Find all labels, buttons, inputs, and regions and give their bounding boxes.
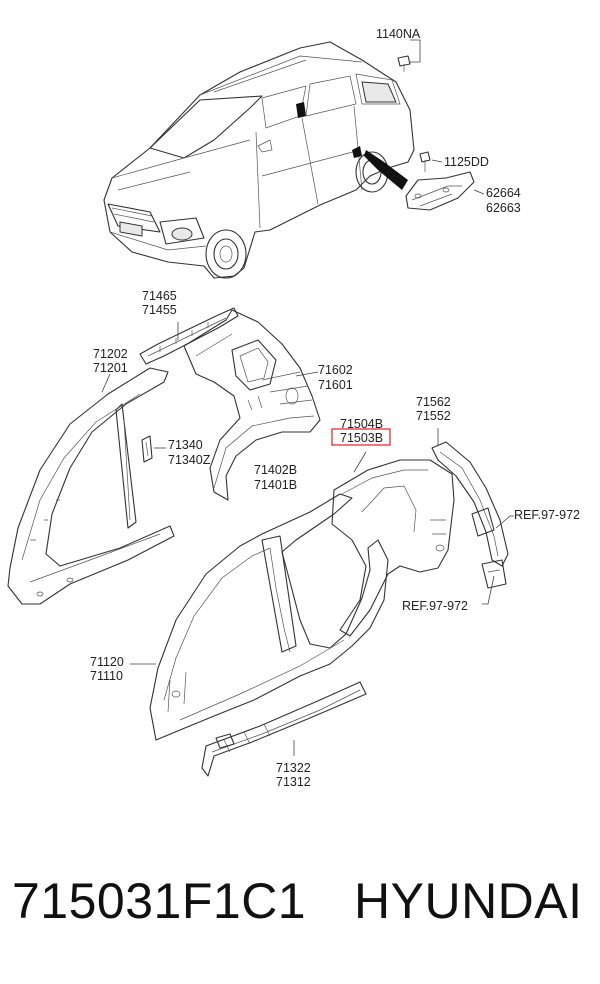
label-71562: 71562 bbox=[416, 395, 451, 409]
label-71401b: 71401B bbox=[254, 478, 297, 492]
label-71322: 71322 bbox=[276, 761, 311, 775]
part-number: 715031F1C1 bbox=[12, 873, 307, 929]
label-71455: 71455 bbox=[142, 303, 177, 317]
bracket-62664 bbox=[405, 171, 475, 211]
label-71601: 71601 bbox=[318, 378, 353, 392]
label-71312: 71312 bbox=[276, 775, 311, 789]
label-71465: 71465 bbox=[142, 289, 177, 303]
label-71201: 71201 bbox=[93, 361, 128, 375]
label-71552: 71552 bbox=[416, 409, 451, 423]
label-71503b: 71503B bbox=[340, 431, 383, 445]
label-71340: 71340 bbox=[168, 438, 203, 452]
caption-bar: 715031F1C1 HYUNDAI bbox=[0, 872, 600, 952]
label-62663: 62663 bbox=[486, 201, 521, 215]
label-62664: 62664 bbox=[486, 186, 521, 200]
pillar-71202 bbox=[7, 367, 175, 605]
label-71120: 71120 bbox=[90, 655, 124, 669]
label-ref-1: REF.97-972 bbox=[514, 508, 580, 522]
label-71110: 71110 bbox=[90, 669, 123, 683]
label-71202: 71202 bbox=[93, 347, 128, 361]
label-71402b: 71402B bbox=[254, 463, 297, 477]
vehicle-illustration bbox=[103, 41, 415, 279]
label-ref-2: REF.97-972 bbox=[402, 599, 468, 613]
label-71340z: 71340Z bbox=[168, 453, 211, 467]
reinforcement-71340 bbox=[141, 435, 153, 463]
quarter-panel-71402b bbox=[331, 459, 455, 637]
part-labels: 1140NA 1125DD 62664 62663 71465 71455 71… bbox=[90, 27, 580, 789]
rear-extension-71562 bbox=[431, 441, 509, 589]
label-1140na: 1140NA bbox=[376, 27, 421, 41]
roof-rail-71465 bbox=[139, 307, 239, 365]
label-1125dd: 1125DD bbox=[444, 155, 489, 169]
bolt-1140na bbox=[397, 55, 411, 72]
side-outer-panel-71120 bbox=[149, 493, 389, 741]
brand-name: HYUNDAI bbox=[354, 873, 583, 929]
inner-panel-71602 bbox=[183, 309, 321, 501]
sill-71322 bbox=[201, 681, 367, 777]
label-71504b: 71504B bbox=[340, 417, 383, 431]
bolt-1125dd bbox=[419, 151, 431, 172]
label-71602: 71602 bbox=[318, 363, 353, 377]
highlight-box bbox=[331, 428, 391, 446]
